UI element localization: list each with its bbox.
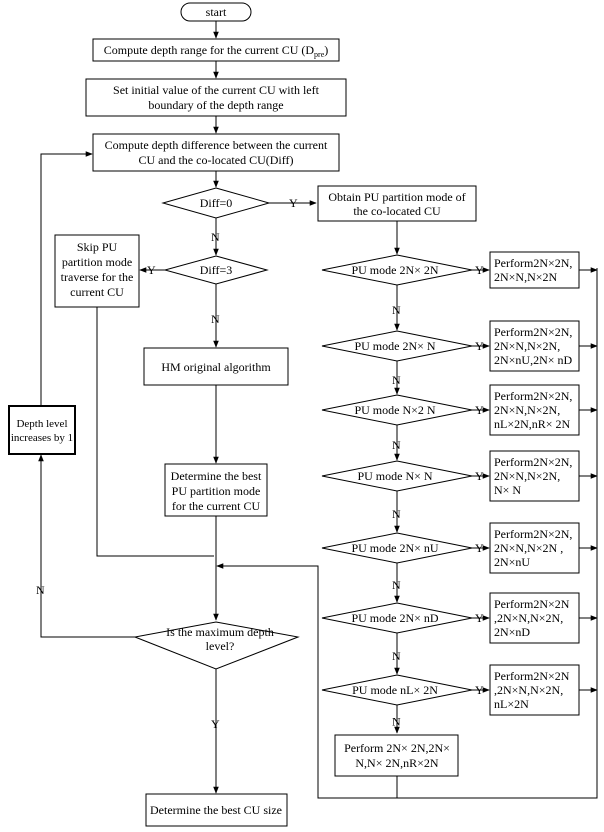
pu-mode-label-3: PU mode N×2 N [354,403,435,417]
set-initial-value-box [85,78,347,117]
hm-original-label: HM original algorithm [161,360,271,374]
pu-mode-no-label-2: N [392,373,401,387]
max-depth-yes-label: Y [211,717,220,731]
perform-text-3-1: Perform2N×2N, [494,389,572,403]
determine-best-pu-line3: for the current CU [172,499,261,513]
obtain-pu-mode-box [317,185,477,222]
perform-text-6-3: 2N×nD [494,625,530,639]
final-perform-line1: Perform 2N× 2N,2N× [344,741,450,755]
perform-text-1-2: 2N×N,N×2N [494,270,558,284]
diff-zero-no-label: N [211,230,220,244]
pu-mode-label-2: PU mode 2N× N [354,339,435,353]
max-depth-line2: level? [206,639,235,653]
skip-pu-line3: traverse for the [61,270,134,284]
determine-best-pu-line1: Determine the best [171,469,262,483]
perform-box-4 [489,450,580,502]
perform-box-2 [489,320,580,372]
pu-mode-no-label-5: N [392,578,401,592]
pu-mode-label-4: PU mode N× N [357,469,432,483]
final-perform-line2: N,N× 2N,nR×2N [355,756,439,770]
pu-mode-label-5: PU mode 2N× nU [351,541,438,555]
perform-text-2-1: Perform2N×2N, [494,325,572,339]
set-initial-value-line2: boundary of the depth range [148,98,283,112]
set-initial-value-line1: Set initial value of the current CU with… [113,83,320,97]
depth-increase-line2: increases by 1 [11,432,73,444]
perform-box-6 [489,592,580,644]
depth-increase-line1: Depth level [16,418,67,430]
diff-three-label: Diff=3 [200,263,233,277]
compute-depth-diff-line1: Compute depth difference between the cur… [105,138,328,152]
diff-three-yes-label: Y [147,263,156,277]
perform-text-1-1: Perform2N×2N, [494,256,572,270]
pu-mode-no-label-4: N [392,507,401,521]
perform-text-4-2: 2N×N,N×2N, [494,469,560,483]
perform-text-6-1: Perform2N×2N [494,597,570,611]
diff-zero-label: Diff=0 [200,196,233,210]
pu-mode-label-6: PU mode 2N× nD [351,611,438,625]
obtain-pu-mode-line2: the co-located CU [353,204,441,218]
perform-text-7-3: nL×2N [494,697,529,711]
perform-text-5-1: Perform2N×2N, [494,527,572,541]
skip-pu-line2: partition mode [62,255,132,269]
pu-mode-label-7: PU mode nL× 2N [352,683,438,697]
max-depth-no-label: N [36,583,45,597]
skip-pu-line1: Skip PU [77,240,118,254]
compute-depth-range-label: Compute depth range for the current CU (… [104,43,329,59]
perform-text-7-1: Perform2N×2N [494,669,570,683]
perform-text-4-1: Perform2N×2N, [494,455,572,469]
pu-mode-yes-label-4: Y [475,469,484,483]
determine-best-pu-line2: PU partition mode [172,484,261,498]
max-depth-line1: Is the maximum depth [166,625,274,639]
final-perform-box [334,734,459,777]
pu-mode-yes-label-6: Y [475,611,484,625]
diff-three-no-label: N [211,312,220,326]
perform-box-3 [489,384,580,436]
pu-mode-no-label-6: N [392,649,401,663]
perform-text-3-3: nL×2N,nR× 2N [494,417,571,431]
perform-text-5-2: 2N×N,N×2N , [494,541,563,555]
diff-zero-yes-label: Y [289,196,298,210]
perform-text-6-2: ,2N×N,N×2N, [494,611,563,625]
perform-text-7-2: ,2N×N,N×2N, [494,683,563,697]
obtain-pu-mode-line1: Obtain PU partition mode of [328,190,465,204]
perform-box-1 [489,251,580,289]
start-label: start [206,5,227,19]
pu-mode-label-1: PU mode 2N× 2N [351,263,438,277]
pu-mode-no-label-7: N [392,715,401,729]
best-cu-size-label: Determine the best CU size [150,803,282,817]
perform-text-3-2: 2N×N,N×2N, [494,403,560,417]
skip-pu-box [54,234,140,308]
pu-mode-yes-label-1: Y [475,263,484,277]
best-cu-size-box [145,793,288,827]
perform-text-2-2: 2N×N,N×2N, [494,339,560,353]
determine-best-pu-box [164,463,268,517]
skip-pu-line4: current CU [70,285,124,299]
perform-text-4-3: N× N [494,483,521,497]
pu-mode-yes-label-7: Y [475,683,484,697]
compute-depth-diff-line2: CU and the co-located CU(Diff) [138,153,293,167]
depth-increase-box [8,405,76,455]
perform-box-7 [489,664,580,716]
pu-mode-yes-label-2: Y [475,339,484,353]
perform-text-2-3: 2N×nU,2N× nD [494,353,573,367]
pu-mode-yes-label-3: Y [475,403,484,417]
pu-mode-no-label-1: N [392,303,401,317]
perform-text-5-3: 2N×nU [494,555,530,569]
pu-mode-no-label-3: N [392,438,401,452]
pu-mode-yes-label-5: Y [475,541,484,555]
